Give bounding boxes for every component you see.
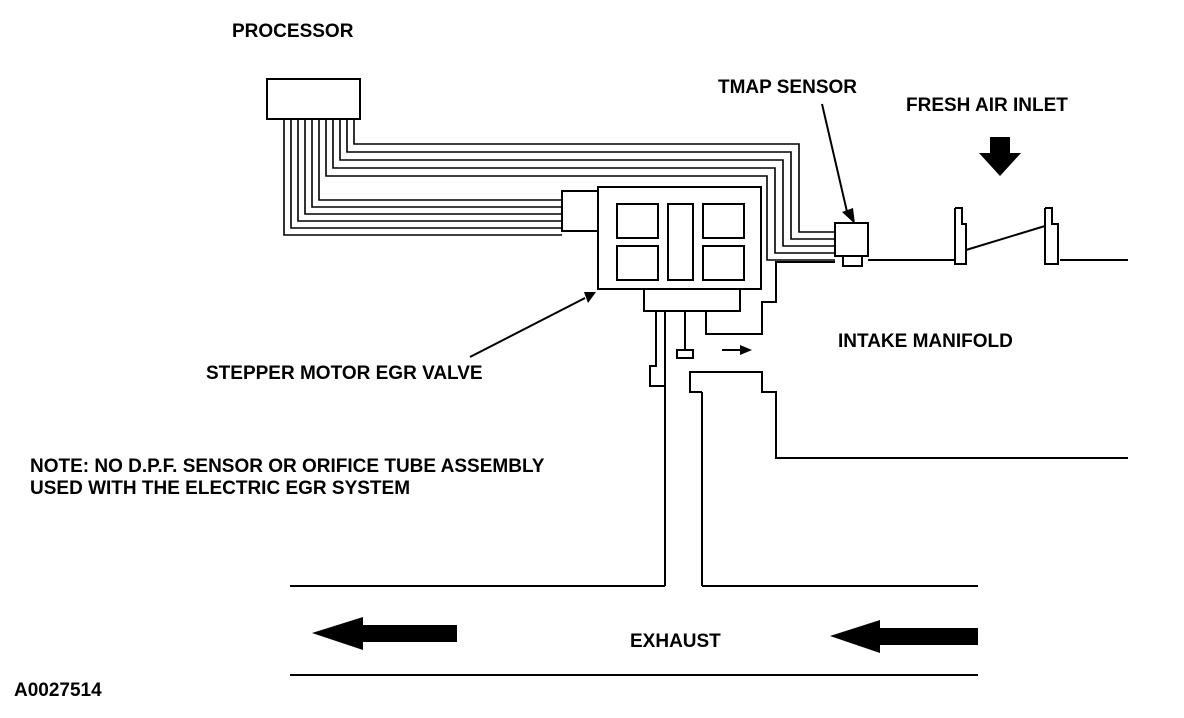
tmap-sensor-wiring bbox=[325, 119, 835, 261]
exhaust-label: EXHAUST bbox=[630, 631, 721, 652]
egr-valve-pointer bbox=[469, 297, 586, 358]
note-line-2: USED WITH THE ELECTRIC EGR SYSTEM bbox=[30, 478, 410, 499]
fresh-air-inlet-label: FRESH AIR INLET bbox=[906, 95, 1068, 116]
intake-manifold-label: INTAKE MANIFOLD bbox=[838, 331, 1013, 352]
exhaust-arrow-left-icon bbox=[312, 617, 457, 650]
egr-pointer-head bbox=[584, 292, 596, 303]
exhaust-pipe bbox=[290, 585, 978, 676]
tmap-pointer-head bbox=[842, 208, 855, 224]
tmap-sensor bbox=[834, 222, 869, 267]
throttle-body bbox=[954, 207, 1059, 265]
exhaust-arrow-right-icon bbox=[830, 620, 978, 653]
egr-valve-wiring bbox=[283, 119, 562, 236]
egr-valve-connector bbox=[561, 190, 601, 232]
processor-label: PROCESSOR bbox=[232, 21, 354, 42]
figure-id-label: A0027514 bbox=[14, 680, 102, 701]
stepper-motor-egr-valve-label: STEPPER MOTOR EGR VALVE bbox=[206, 363, 483, 384]
egr-flow-arrow bbox=[722, 345, 752, 355]
processor-box bbox=[266, 78, 361, 120]
egr-passages bbox=[649, 261, 1128, 586]
fresh-air-arrow-icon bbox=[979, 137, 1021, 176]
note-line-1: NOTE: NO D.P.F. SENSOR OR ORIFICE TUBE A… bbox=[30, 456, 545, 477]
tmap-sensor-pointer bbox=[821, 103, 849, 217]
tmap-sensor-label: TMAP SENSOR bbox=[718, 77, 857, 98]
stepper-motor-egr-valve bbox=[597, 186, 762, 312]
